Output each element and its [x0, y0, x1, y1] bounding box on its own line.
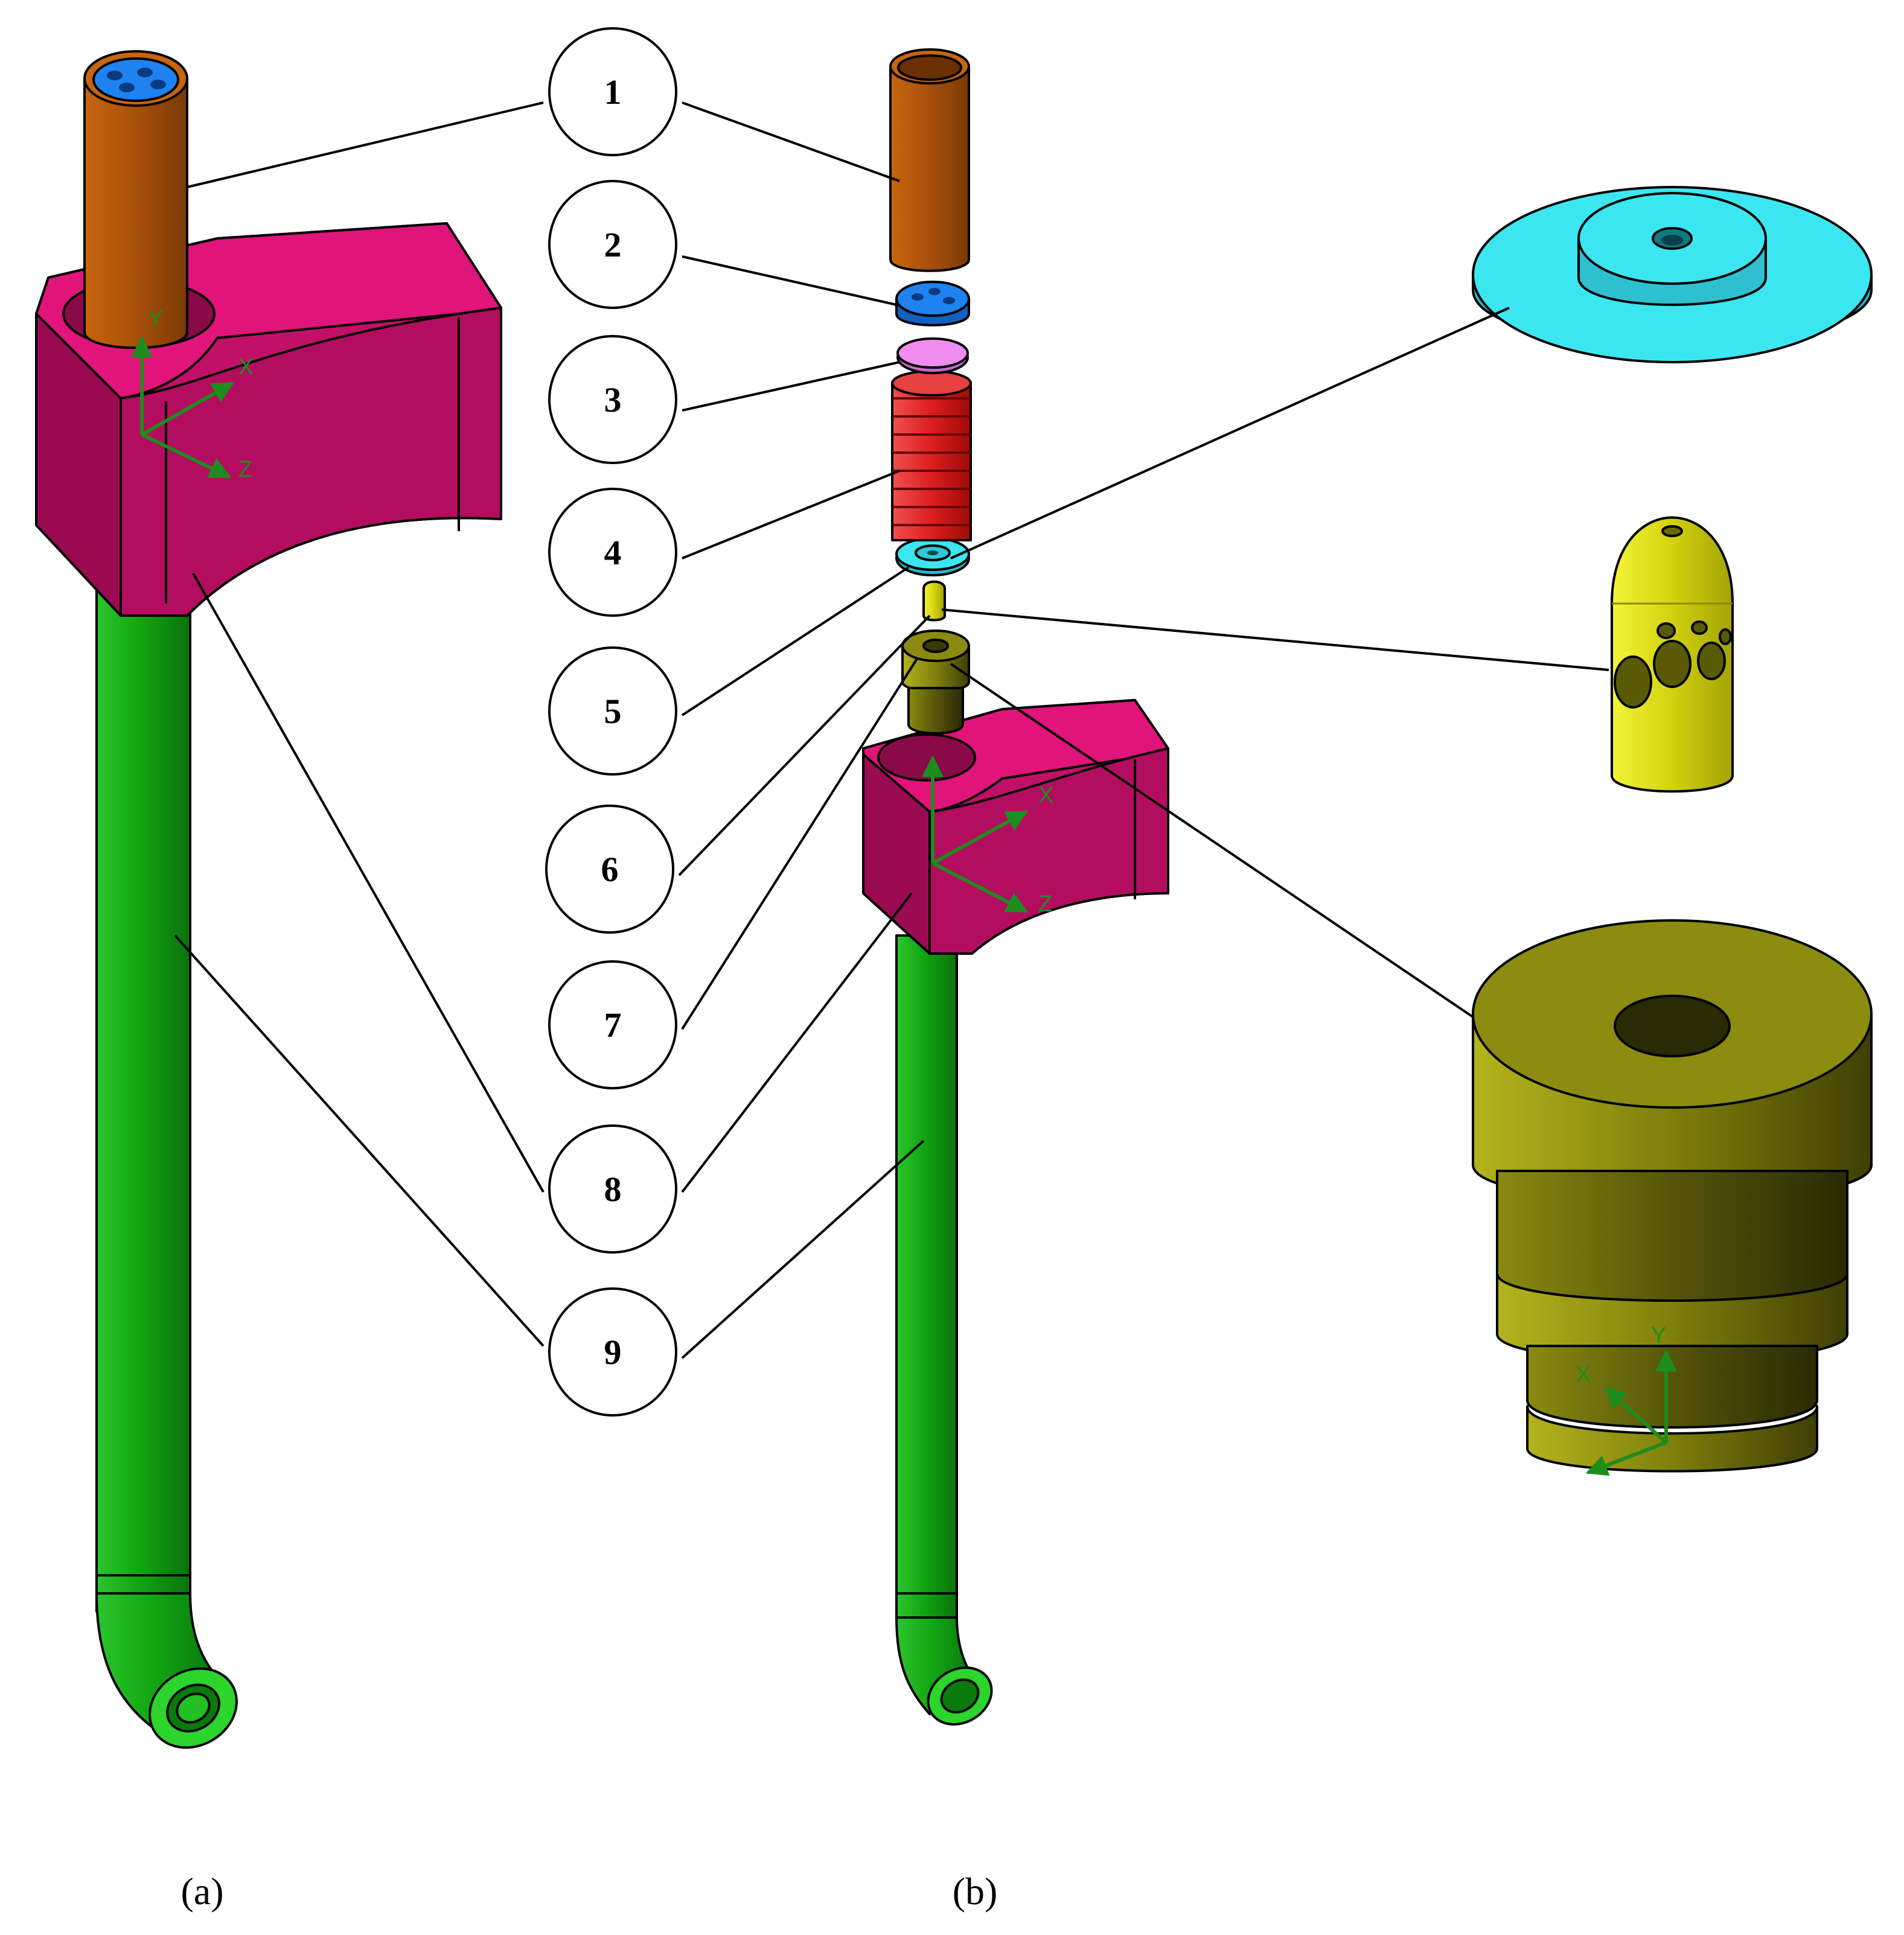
axis-label-x: X [238, 354, 254, 380]
detail-plug: Y X [1472, 919, 1873, 1476]
part-7-plug-b [901, 630, 970, 735]
callout-label-5: 5 [604, 692, 622, 731]
part-9-pipe-a [95, 560, 238, 1749]
leader-lines [174, 101, 1609, 1359]
detail-nozzle [1611, 516, 1734, 793]
axes-a: Y X Z [131, 306, 254, 482]
callout-3: 3 [548, 335, 677, 464]
callout-5: 5 [548, 646, 677, 776]
callout-label-1: 1 [604, 72, 622, 112]
part-9-pipe-b [895, 934, 993, 1726]
axis-label-z-b: Z [1038, 891, 1052, 917]
part-4-spring-b [891, 370, 972, 541]
axis-label-y-detail: Y [1651, 1323, 1666, 1348]
callout-label-3: 3 [604, 380, 622, 419]
callout-label-2: 2 [604, 225, 622, 264]
assembly-b: X Z [862, 48, 1169, 1726]
callout-7: 7 [548, 960, 677, 1089]
detail-washer [1472, 186, 1873, 363]
axis-label-y: Y [148, 306, 163, 331]
callout-8: 8 [548, 1124, 677, 1254]
callout-label-9: 9 [604, 1333, 622, 1372]
axes-b: X Z [922, 755, 1053, 917]
callout-1: 1 [548, 27, 677, 156]
part-3-disc-b [896, 337, 969, 374]
callout-2: 2 [548, 180, 677, 309]
assembly-a: Y X Z [35, 50, 502, 1749]
part-2-disc-b [895, 281, 970, 327]
callout-label-4: 4 [604, 533, 622, 572]
caption-b: (b) [953, 1870, 998, 1913]
callout-4: 4 [548, 488, 677, 617]
part-1-tube-a [83, 50, 188, 349]
part-6-nozzle-b [922, 580, 946, 622]
part-1-tube-b [889, 48, 970, 272]
callout-label-8: 8 [604, 1170, 622, 1209]
callout-label-6: 6 [601, 850, 619, 889]
callouts: 1 2 3 4 5 6 7 8 [545, 27, 677, 1417]
callout-6: 6 [545, 805, 674, 934]
callout-9: 9 [548, 1287, 677, 1417]
caption-a: (a) [180, 1870, 223, 1913]
axis-label-x-b: X [1038, 783, 1053, 808]
callout-label-7: 7 [604, 1006, 622, 1045]
part-5-washer-b [895, 537, 970, 576]
axis-label-x-detail: X [1576, 1362, 1591, 1388]
axis-label-z: Z [238, 457, 252, 482]
part-8-block-b [862, 699, 1169, 955]
